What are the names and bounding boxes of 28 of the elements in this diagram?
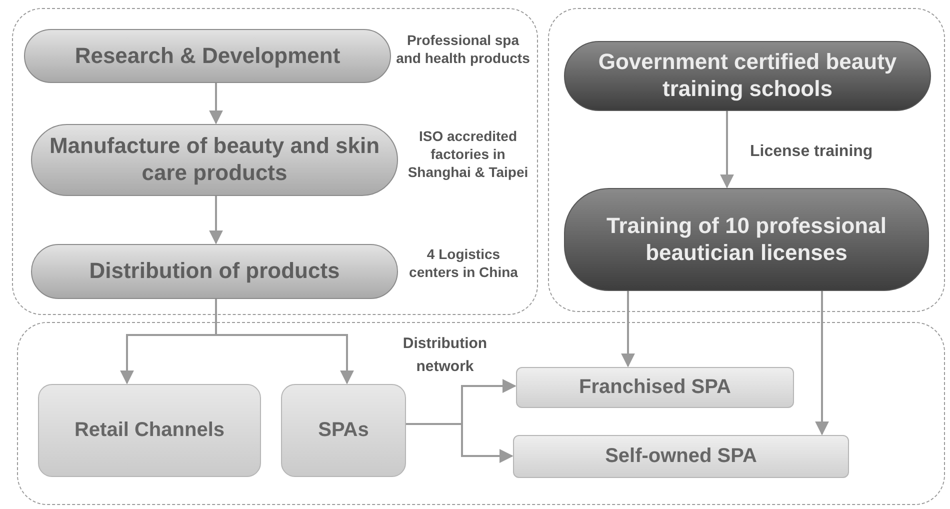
node-label: Self-owned SPA [604, 444, 758, 469]
group-frame [12, 8, 538, 315]
channel-box [281, 384, 406, 477]
arrow [215, 298, 354, 384]
arrow [209, 195, 223, 244]
arrow [209, 82, 223, 124]
side-note: ISO accredited factories in Shanghai & Taipei [406, 127, 530, 182]
channel-box [516, 367, 794, 408]
group-frame [17, 322, 945, 505]
node-label: Government certified beauty training schools [597, 49, 898, 103]
side-note: Professional spa and health products [395, 31, 531, 68]
arrow [720, 110, 734, 188]
node-label: Manufacture of beauty and skin care products [48, 133, 381, 187]
arrow [815, 290, 829, 436]
node-label: Distribution of products [88, 258, 341, 285]
group-frame [548, 8, 945, 312]
arrow [405, 423, 514, 463]
channel-box [513, 435, 849, 478]
channel-box [38, 384, 261, 477]
process-pill [24, 29, 391, 83]
node-label: Franchised SPA [578, 375, 732, 400]
node-label: Retail Channels [73, 418, 226, 443]
node-label: Research & Development [74, 42, 342, 70]
note-label: Distribution network [402, 334, 488, 376]
arrow [621, 290, 635, 368]
node-label: SPAs [317, 418, 370, 443]
side-note: 4 Logistics centers in China [408, 245, 519, 282]
node-label: Training of 10 professional beautician licenses [606, 212, 888, 266]
